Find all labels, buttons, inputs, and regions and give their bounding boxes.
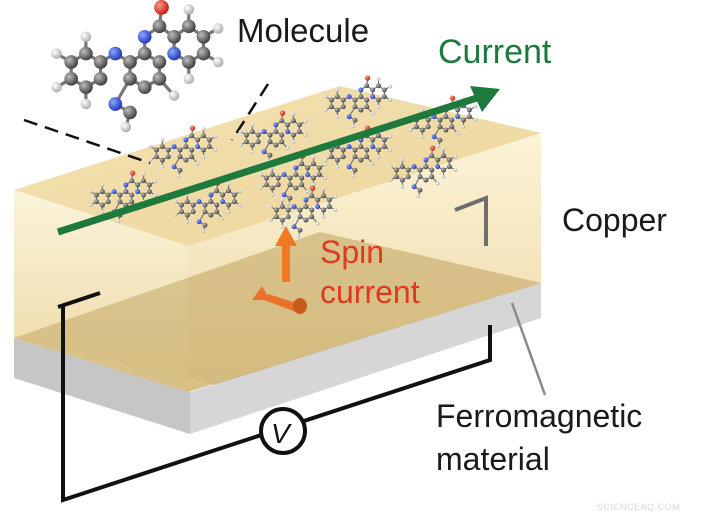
spin-moment-arrow: [252, 286, 307, 314]
molecule-label: Molecule: [237, 12, 370, 49]
copper-label: Copper: [562, 202, 667, 238]
current-arrow: [56, 86, 500, 236]
molecule-model: [51, 0, 224, 133]
ferro-pointer-line: [510, 302, 547, 396]
ferro-front-face-2: [190, 283, 541, 434]
zoom-line-right: [230, 83, 270, 141]
material-label: material: [436, 441, 550, 477]
voltmeter: [259, 407, 307, 455]
ferro-front-face: [14, 338, 190, 434]
ferromagnetic-label: Ferromagnetic: [436, 398, 643, 434]
spin-label: Spin: [320, 234, 385, 270]
copper-interface: [14, 232, 541, 392]
left-electrode: [57, 291, 101, 309]
voltmeter-label: V: [271, 418, 290, 449]
surface-molecules: [88, 75, 478, 238]
watermark: SCIENCEAQ.COM: [597, 502, 681, 512]
current-label: Current: [438, 33, 552, 71]
spin-current-label: current: [320, 274, 420, 310]
spin-current-arrow: [275, 226, 297, 282]
zoom-line-left: [23, 118, 151, 165]
right-electrode: [454, 195, 488, 246]
